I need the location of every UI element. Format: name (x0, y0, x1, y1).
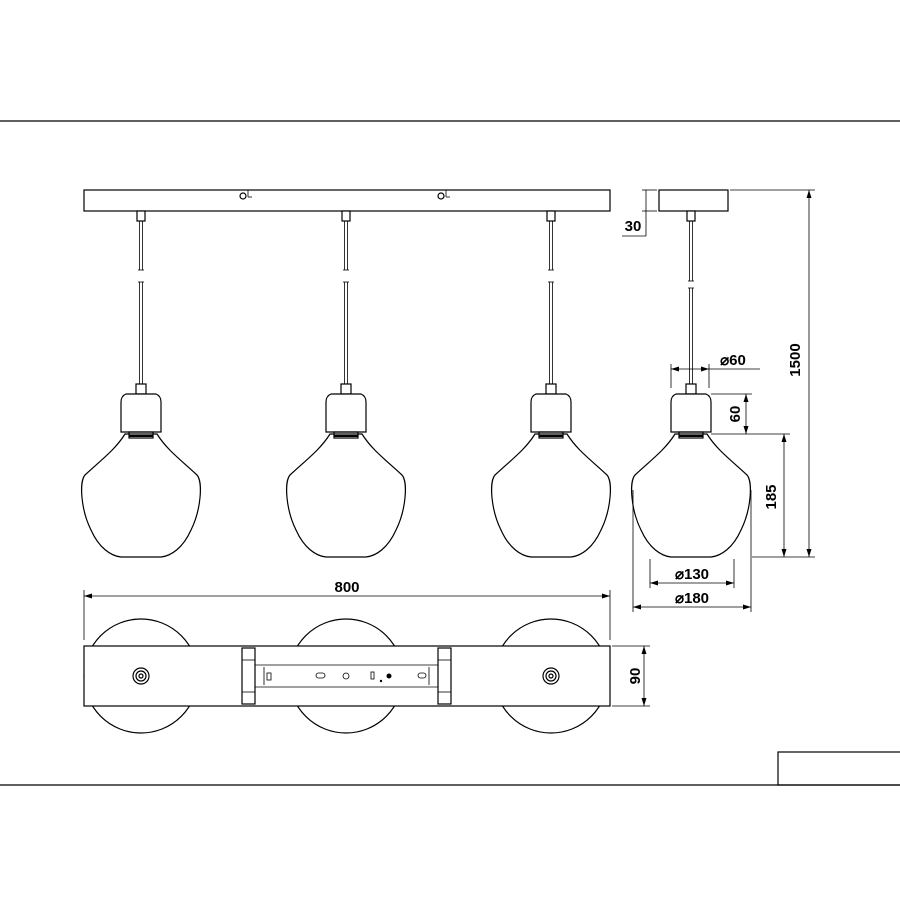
pendant-left (81, 210, 201, 558)
dim-socket-height: 60 (727, 406, 744, 423)
side-view (631, 189, 751, 558)
dim-shade-max-diameter: ⌀180 (675, 590, 709, 607)
side-canopy (658, 189, 729, 212)
dim-width-800: 800 (334, 579, 359, 596)
dim-shade-height: 185 (763, 484, 780, 509)
base-plate (83, 645, 611, 707)
pendant-side (631, 210, 751, 558)
cable-nut-right (542, 667, 560, 685)
cable-nut-left (132, 667, 150, 685)
dim-socket-diameter: ⌀60 (720, 352, 746, 369)
canopy-screw-right (437, 190, 450, 200)
pendant-center (286, 210, 406, 558)
dim-canopy-30: 30 (625, 218, 642, 235)
top-view (83, 618, 611, 734)
title-block (777, 751, 900, 786)
drawing-frame (0, 120, 900, 786)
dimension-lines: 800 90 30 1500 ⌀60 60 185 (83, 189, 815, 707)
pendant-group (81, 210, 611, 558)
front-view (81, 189, 611, 558)
side-pendant (631, 210, 751, 558)
pendant-right (491, 210, 611, 558)
canopy-screw-left (239, 190, 252, 200)
canopy-bar (83, 189, 611, 212)
dim-shade-bottom-diameter: ⌀130 (675, 566, 709, 583)
dim-base-90: 90 (627, 668, 644, 685)
dim-total-1500: 1500 (787, 343, 804, 376)
